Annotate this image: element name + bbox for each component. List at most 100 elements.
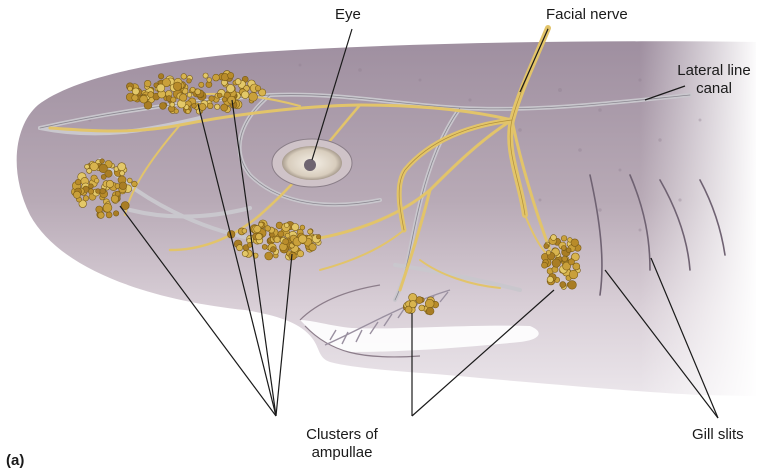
ampulla-bead: [132, 88, 139, 95]
ampulla-bead: [173, 82, 181, 90]
ampulla-bead: [187, 93, 192, 98]
ampulla-bead: [569, 270, 578, 279]
ampulla-bead: [120, 171, 125, 176]
ampulla-bead: [132, 181, 138, 187]
ampulla-bead: [265, 252, 273, 260]
ampulla-bead: [227, 84, 235, 92]
ampulla-bead: [298, 235, 306, 243]
ampulla-bead: [217, 93, 222, 98]
ampulla-bead: [235, 79, 241, 85]
ampulla-bead: [242, 251, 248, 257]
ampulla-bead: [308, 229, 313, 234]
ampulla-bead: [255, 86, 260, 91]
ampulla-bead: [221, 104, 228, 111]
ampulla-bead: [274, 237, 280, 243]
ampulla-bead: [118, 163, 126, 171]
ampulla-bead: [199, 103, 206, 110]
clusters-of-ampullae-label-line1: Clusters of: [282, 426, 402, 444]
ampulla-bead: [119, 182, 127, 190]
ampulla-bead: [561, 246, 566, 251]
clusters-of-ampullae-label-line2: ampullae: [282, 444, 402, 462]
lateral-line-canal-label-line1: Lateral line: [664, 62, 764, 80]
ampulla-bead: [409, 301, 416, 308]
ampulla-bead: [75, 179, 81, 185]
ampulla-bead: [89, 184, 94, 189]
ampulla-bead: [190, 87, 195, 92]
ampulla-bead: [270, 247, 276, 253]
ampulla-bead: [566, 248, 571, 253]
ampulla-bead: [262, 244, 267, 249]
ampulla-bead: [199, 82, 204, 87]
ampulla-bead: [187, 79, 192, 84]
ampulla-bead: [213, 74, 220, 81]
ampulla-bead: [309, 243, 316, 250]
ampulla-bead: [73, 191, 80, 198]
ampulla-bead: [560, 282, 566, 288]
eye: [272, 139, 352, 187]
ampulla-bead: [546, 251, 550, 255]
ampulla-bead: [174, 109, 178, 113]
ampulla-bead: [242, 229, 247, 234]
ampulla-bead: [292, 224, 299, 231]
ampulla-bead: [297, 251, 303, 257]
ampulla-bead: [98, 212, 104, 218]
ampulla-bead: [300, 225, 305, 230]
ampulla-bead: [551, 235, 557, 241]
ampulla-bead: [195, 89, 201, 95]
ampulla-bead: [209, 96, 215, 102]
ampulla-bead: [568, 281, 577, 290]
panel-label: (a): [6, 452, 24, 470]
ampulla-bead: [127, 178, 132, 183]
ampulla-bead: [568, 259, 574, 265]
ampulla-bead: [203, 73, 208, 78]
ampulla-bead: [215, 104, 220, 109]
ampulla-bead: [113, 211, 118, 216]
ampulla-bead: [207, 78, 212, 83]
gill-slits-label: Gill slits: [692, 426, 744, 444]
ampulla-bead: [103, 203, 112, 212]
ampulla-bead: [254, 226, 261, 233]
ampulla-bead: [542, 262, 548, 268]
ampulla-bead: [181, 74, 187, 80]
ampulla-bead: [100, 188, 106, 194]
clusters-of-ampullae-label: Clusters of ampullae: [282, 426, 402, 462]
lateral-line-canal-label: Lateral line canal: [664, 62, 764, 98]
ampulla-bead: [132, 95, 138, 101]
ampulla-bead: [157, 84, 165, 92]
ampulla-bead: [148, 92, 154, 98]
ampulla-bead: [571, 239, 579, 247]
ampulla-bead: [186, 109, 190, 113]
ampulla-bead: [88, 189, 93, 194]
ampulla-bead: [128, 86, 133, 91]
lateral-line-canal-label-line2: canal: [664, 80, 764, 98]
ampulla-bead: [552, 259, 560, 267]
ampulla-bead: [101, 174, 106, 179]
ampulla-bead: [544, 244, 549, 249]
ampulla-bead: [256, 233, 263, 240]
ampulla-bead: [316, 235, 320, 239]
ampulla-bead: [180, 94, 187, 101]
ampulla-bead: [115, 191, 120, 196]
ampulla-bead: [228, 72, 234, 78]
ampulla-bead: [265, 226, 271, 232]
ampulla-bead: [426, 307, 434, 315]
facial-nerve-label: Facial nerve: [546, 6, 628, 24]
ampulla-bead: [562, 256, 568, 262]
ampulla-bead: [241, 91, 249, 99]
ampulla-bead: [85, 164, 90, 169]
ampulla-bead: [283, 239, 289, 245]
ampulla-bead: [106, 180, 113, 187]
ampulla-bead: [83, 196, 88, 201]
ampulla-bead: [237, 245, 243, 251]
ampulla-bead: [249, 92, 258, 101]
ampulla-bead: [207, 103, 213, 109]
ampulla-bead: [289, 252, 297, 260]
ampulla-bead: [160, 103, 167, 110]
ampulla-bead: [90, 162, 98, 170]
ampulla-bead: [158, 74, 163, 79]
ampulla-bead: [561, 236, 567, 242]
ampulla-bead: [419, 305, 425, 311]
ampulla-bead: [140, 95, 148, 103]
ampulla-bead: [192, 103, 197, 108]
